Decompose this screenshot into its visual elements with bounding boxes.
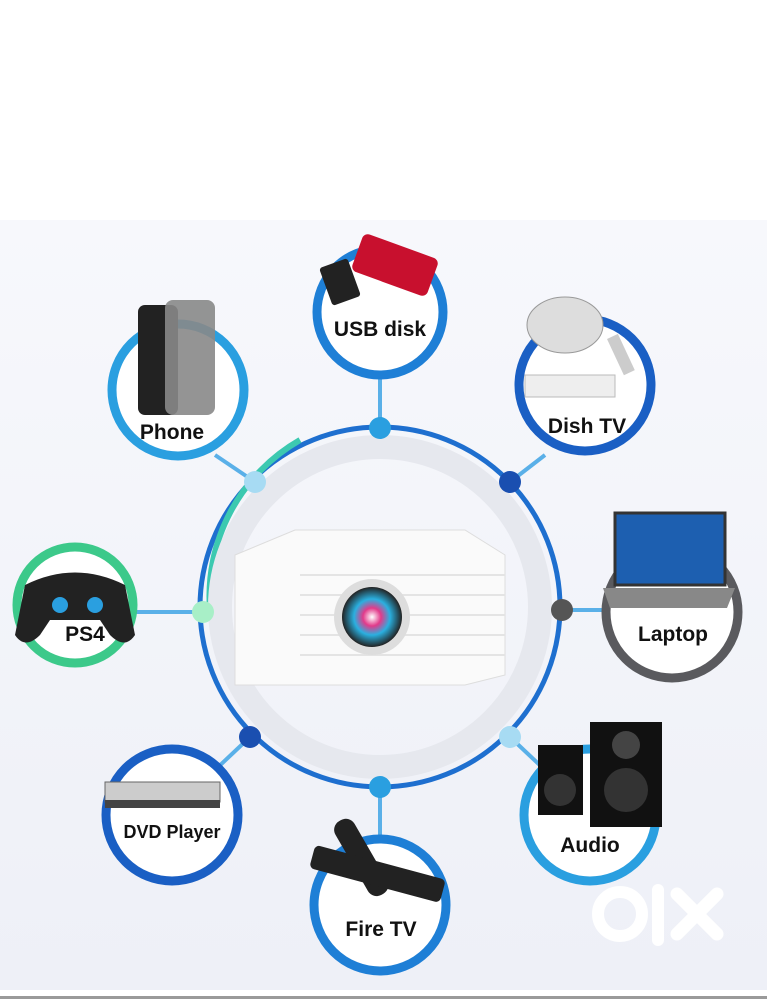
ps4-label: PS4: [65, 623, 105, 646]
fire-tv-label: Fire TV: [345, 918, 417, 941]
inner-ring: [208, 435, 552, 779]
phone-label: Phone: [139, 421, 205, 444]
dish-tv-label: Dish TV: [547, 415, 627, 438]
gamepad-icon: [15, 572, 135, 643]
dvd-player-icon: [104, 781, 221, 808]
audio-speakers-icon: [538, 722, 662, 827]
projector-icon: [234, 529, 506, 686]
dish-tv-icon: [524, 296, 635, 398]
bottom-divider: [0, 996, 767, 999]
usb-disk-label: USB disk: [333, 318, 427, 341]
connector-dots: [192, 417, 573, 798]
fire-tv-icon: [310, 818, 445, 902]
phone-icon: [138, 300, 215, 415]
usb-icon: [319, 234, 438, 306]
audio-label: Audio: [560, 834, 620, 857]
laptop-label: Laptop: [638, 623, 708, 646]
olx-watermark-logo: [592, 884, 724, 946]
laptop-icon: [603, 511, 735, 608]
dvd-node: [101, 744, 243, 886]
dvd-player-label: DVD Player: [123, 822, 221, 842]
